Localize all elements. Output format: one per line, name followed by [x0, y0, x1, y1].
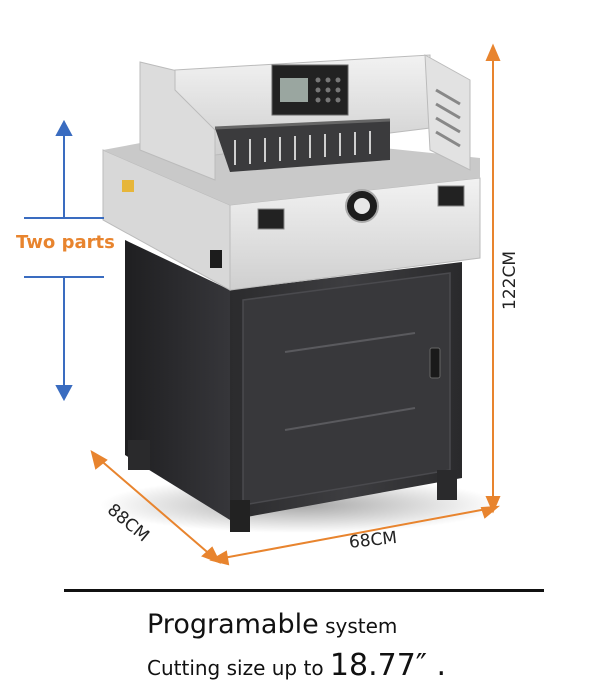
- caption-system: system: [318, 614, 398, 638]
- caption-line-1: Programable system: [147, 609, 397, 640]
- side-switch: [122, 180, 134, 192]
- guard-slots: [435, 88, 461, 148]
- cabinet-side: [125, 240, 230, 520]
- caption-line-2: Cutting size up to 18.77″ .: [147, 648, 446, 683]
- two-parts-arrows: [24, 119, 104, 402]
- blade-area: [215, 120, 390, 172]
- door-crease: [284, 332, 416, 353]
- door-handle: [429, 347, 441, 379]
- left-button-panel: [257, 208, 285, 230]
- two-parts-label: Two parts: [16, 232, 115, 253]
- control-keypad: [315, 77, 341, 103]
- handwheel-center: [354, 198, 370, 214]
- caption-divider: [64, 589, 544, 592]
- clamp-fingers: [234, 131, 371, 165]
- door-crease: [284, 407, 416, 431]
- right-button-panel: [437, 185, 465, 207]
- side-slot: [210, 250, 222, 268]
- cabinet-leg: [128, 440, 150, 470]
- cabinet-door: [242, 272, 451, 506]
- right-guard: [424, 54, 471, 171]
- height-dimension-label: 122CM: [500, 251, 520, 310]
- cabinet-leg: [230, 500, 250, 532]
- caption-cutting-value: 18.77″ .: [329, 648, 447, 683]
- blade-edge: [214, 118, 391, 130]
- caption-programable: Programable: [147, 609, 319, 640]
- control-display: [280, 78, 308, 102]
- cabinet-leg: [437, 470, 457, 500]
- caption-cutting-size: Cutting size up to: [147, 656, 330, 680]
- dimension-arrows: [90, 43, 501, 566]
